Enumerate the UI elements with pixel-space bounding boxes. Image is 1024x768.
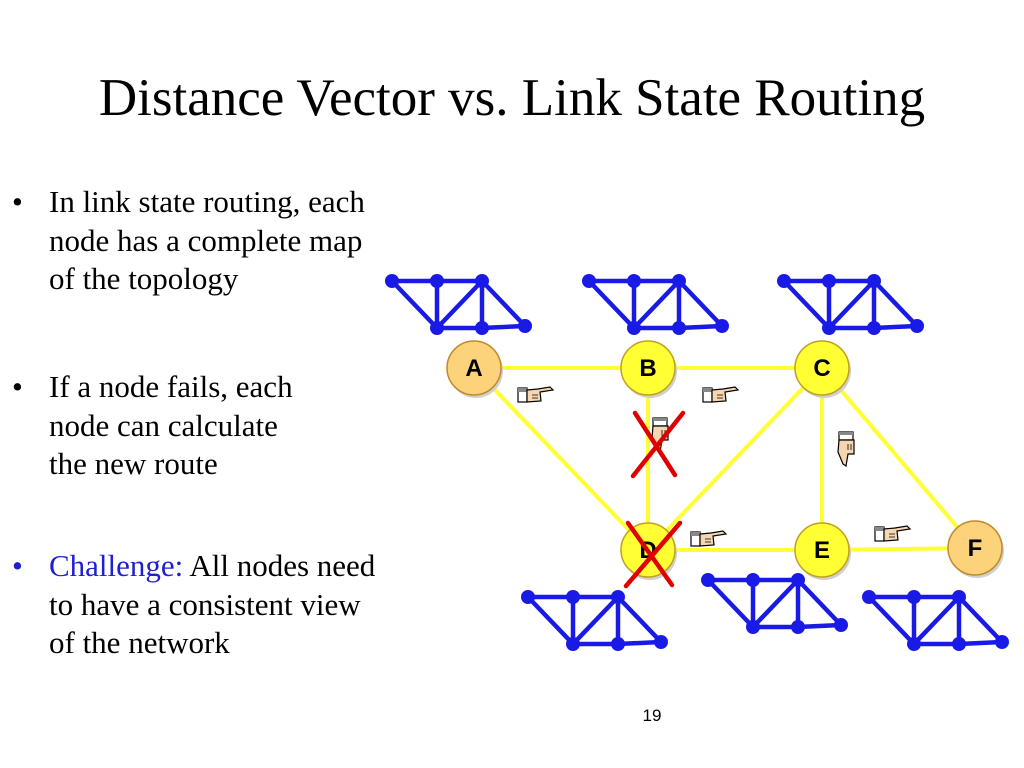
bullet-line: the new route — [49, 446, 218, 481]
topology-map-icon — [862, 590, 1009, 651]
nodes-layer: A B C D E — [446, 340, 1004, 580]
pointing-hand-icon — [874, 525, 911, 542]
failure-x-icon — [623, 520, 683, 589]
bullet-item-3: • Challenge: All nodes need to have a co… — [12, 547, 442, 663]
page-number: 19 — [642, 706, 662, 725]
node-c: C — [794, 340, 851, 398]
node-e: E — [794, 522, 851, 580]
topology-map-icon — [777, 274, 924, 335]
pointing-hand-icon — [517, 386, 554, 403]
pointing-hand-icon — [702, 386, 739, 403]
bullet-line: of the topology — [49, 261, 239, 296]
failure-x-icon — [630, 410, 686, 479]
node-label: E — [814, 537, 830, 564]
pointing-hand-icon — [837, 431, 855, 467]
bullet-line: If a node fails, each — [49, 369, 293, 404]
node-f: F — [947, 520, 1004, 578]
node-label: F — [968, 535, 983, 562]
node-label: A — [465, 355, 482, 382]
node-label: C — [813, 355, 830, 382]
bullet-line: All nodes need — [189, 548, 376, 583]
bullet-line: node has a complete map — [49, 222, 363, 258]
links-layer — [472, 366, 977, 552]
node-label: B — [639, 355, 656, 382]
bullet-line: of the network — [49, 625, 230, 660]
link-c-d — [646, 366, 824, 552]
link-c-f — [820, 366, 977, 550]
maps-layer — [385, 274, 1009, 651]
bullet-highlight: Challenge: — [49, 548, 184, 583]
topology-map-icon — [582, 274, 729, 335]
bullet-item-1: • In link state routing, each node has a… — [12, 183, 442, 299]
slide-title: Distance Vector vs. Link State Routing — [98, 69, 926, 127]
topology-map-icon — [385, 274, 532, 335]
bullet-dot-icon: • — [12, 548, 23, 583]
bullet-line: node can calculate — [49, 407, 278, 443]
topology-map-icon — [701, 573, 848, 634]
pointing-hand-icon — [690, 530, 727, 547]
topology-map-icon — [521, 590, 668, 651]
bullet-item-2: • If a node fails, each node can calcula… — [12, 368, 442, 484]
link-a-d — [472, 366, 650, 552]
bullet-dot-icon: • — [12, 369, 23, 404]
hands-layer — [517, 386, 911, 547]
bullet-line: In link state routing, each — [49, 184, 365, 219]
bullet-line: to have a consistent view — [49, 586, 361, 622]
node-a: A — [446, 340, 503, 398]
failure-marks — [623, 410, 686, 589]
node-b: B — [620, 340, 677, 398]
bullet-dot-icon: • — [12, 184, 23, 219]
